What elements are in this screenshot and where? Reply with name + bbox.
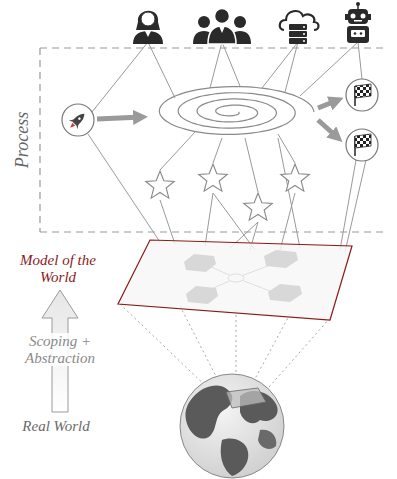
region-heading: Process (12, 112, 33, 168)
group-icon (193, 9, 251, 45)
milestone-star (199, 164, 228, 191)
actor-links (92, 42, 362, 112)
model-heading: Model of the World (18, 252, 98, 287)
goal-flag (346, 79, 378, 111)
world-label: Real World (20, 418, 91, 435)
milestone-star (244, 193, 273, 220)
milestone-star (281, 164, 310, 191)
process-region: Process (40, 48, 388, 232)
process-spiral (159, 87, 314, 135)
step-label: Scoping + Abstraction (23, 333, 97, 366)
plane-outline (118, 240, 352, 320)
robot-icon (345, 2, 371, 43)
person-icon (133, 11, 163, 44)
milestone-star (146, 171, 175, 198)
dashed-border (40, 48, 388, 232)
model-links (88, 132, 366, 252)
goal-flag (346, 129, 378, 161)
model-plane: Model of the World (118, 240, 352, 320)
rocket-icon (62, 104, 94, 136)
star-group (146, 164, 310, 220)
earth-globe (180, 374, 284, 478)
cloud-server-icon (280, 11, 319, 44)
flow-arrows (97, 100, 338, 138)
